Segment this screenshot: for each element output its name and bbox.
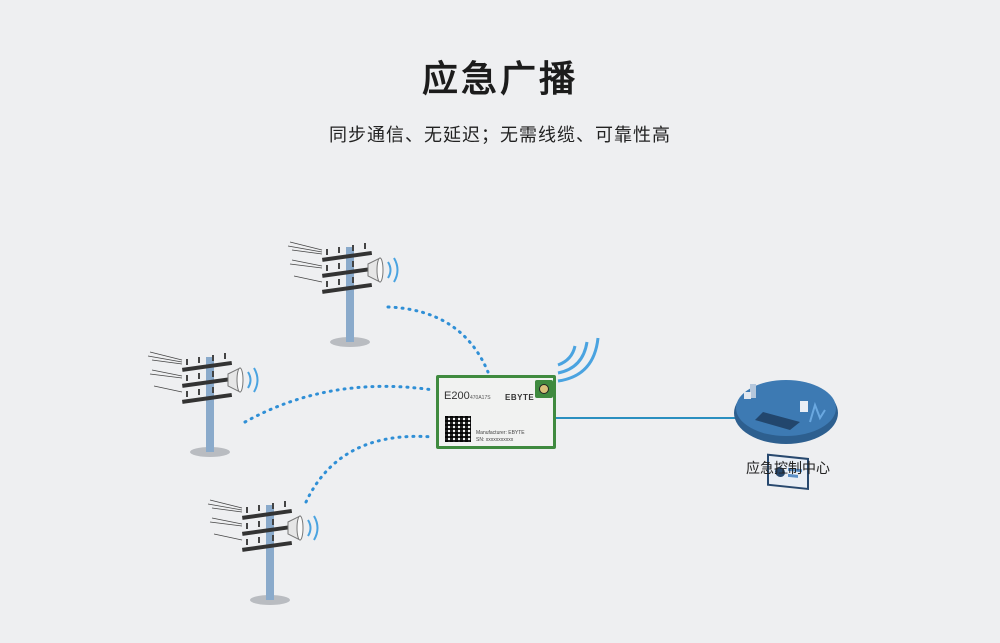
- monitor-icon: [767, 453, 809, 491]
- lora-module: E200 470A17S EBYTE Manufacturer: EBYTE S…: [436, 375, 556, 449]
- wifi-signal-icon: [557, 337, 600, 383]
- module-manufacturer: Manufacturer: EBYTE: [476, 430, 525, 436]
- wireless-link: [243, 384, 435, 424]
- module-model: E200: [444, 390, 470, 402]
- antenna-connector-icon: [535, 380, 553, 398]
- wireless-link: [386, 305, 490, 374]
- qr-code-icon: [445, 416, 471, 442]
- module-serial: SN: xxxxxxxxxxx: [476, 437, 514, 443]
- control-center-label: 应急控制中心: [746, 461, 830, 477]
- module-brand: EBYTE: [505, 393, 535, 402]
- loudspeaker-pole-icon: [287, 241, 399, 348]
- control-center-icon: [734, 380, 838, 491]
- wireless-link: [304, 434, 435, 504]
- page-subtitle: 同步通信、无延迟；无需线缆、可靠性高: [329, 125, 671, 146]
- module-model-sub: 470A17S: [470, 395, 491, 401]
- loudspeaker-pole-icon: [207, 499, 319, 606]
- page-title: 应急广播: [421, 59, 578, 100]
- loudspeaker-pole-icon: [147, 351, 259, 458]
